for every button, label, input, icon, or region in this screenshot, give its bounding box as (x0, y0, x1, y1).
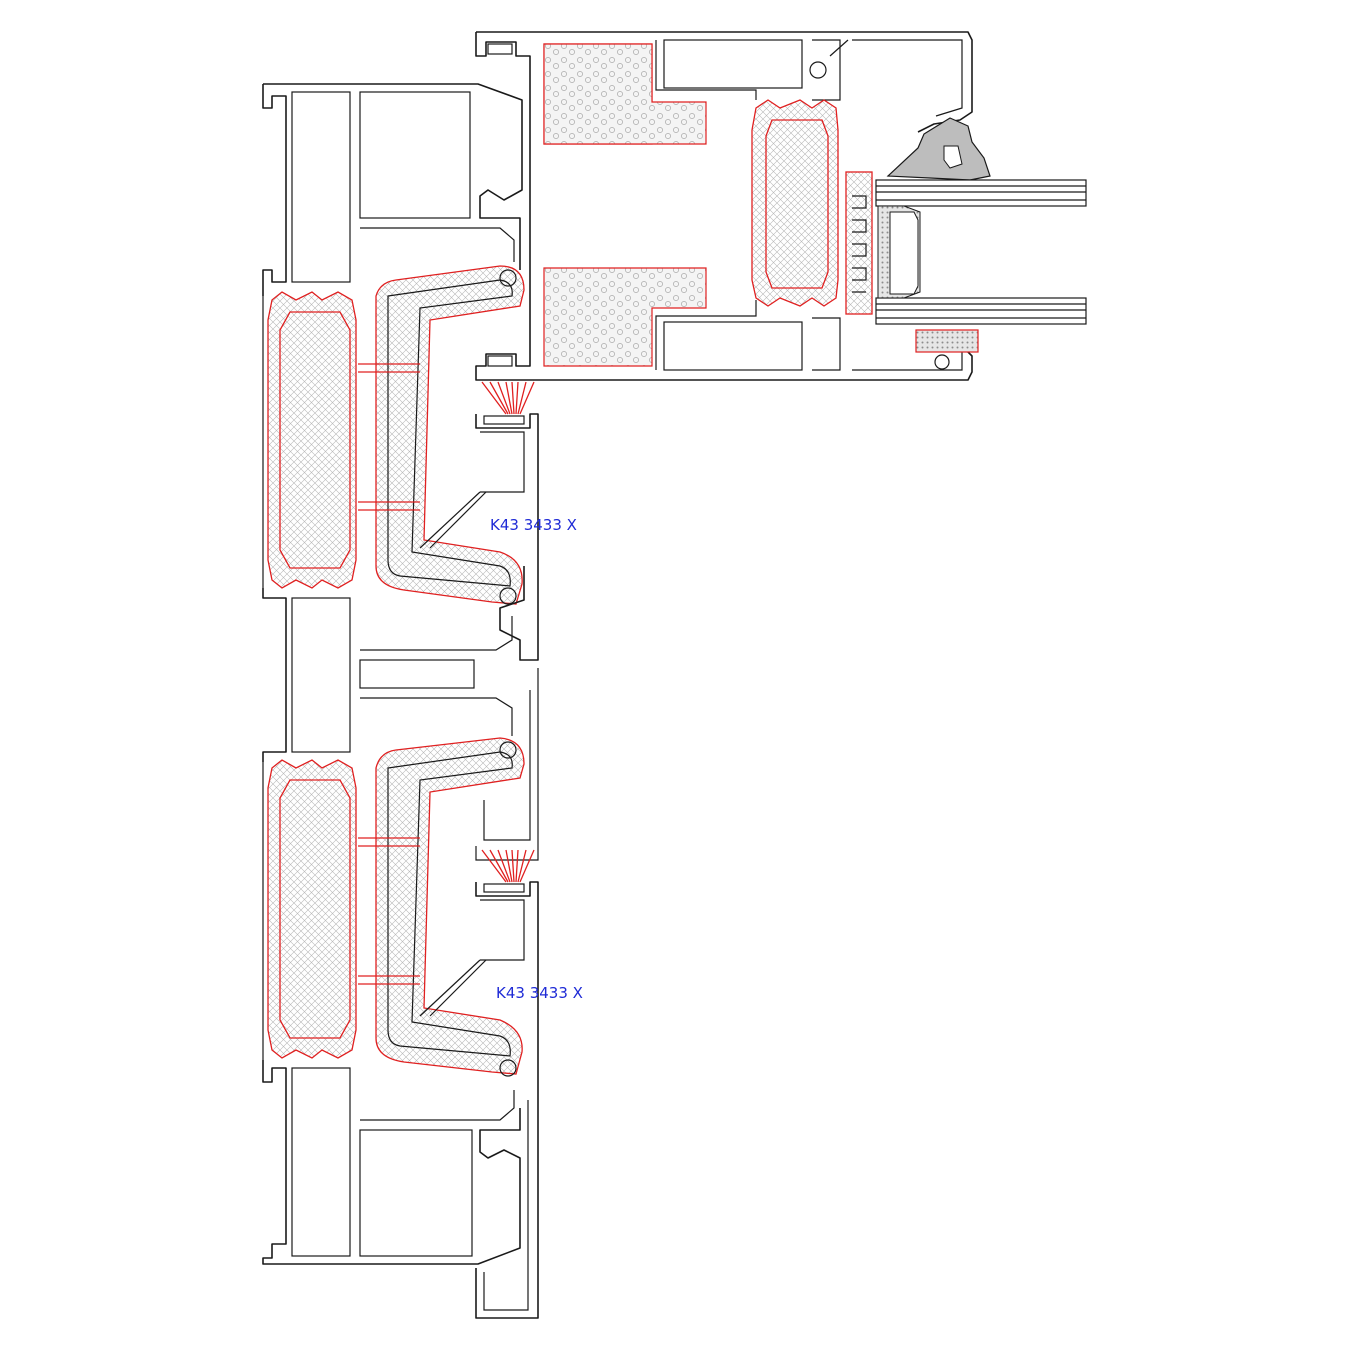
foam-insert-bottom (543, 267, 707, 367)
thermal-break-lower (267, 737, 525, 1077)
outer-frame-profile (262, 83, 523, 1265)
brush-seal-upper (481, 381, 535, 415)
glazing-assembly (845, 117, 1087, 370)
foam-insert-top (543, 43, 707, 145)
profile-label-upper: K43 3433 X (490, 516, 577, 534)
profile-label-lower: K43 3433 X (496, 984, 583, 1002)
thermal-break-top (751, 99, 839, 307)
adapter-profile-upper (419, 413, 539, 661)
thermal-break-upper (267, 265, 525, 605)
top-frame-profile (475, 31, 973, 381)
brush-seal-lower (481, 849, 535, 883)
adapter-profile-lower (419, 668, 539, 1319)
